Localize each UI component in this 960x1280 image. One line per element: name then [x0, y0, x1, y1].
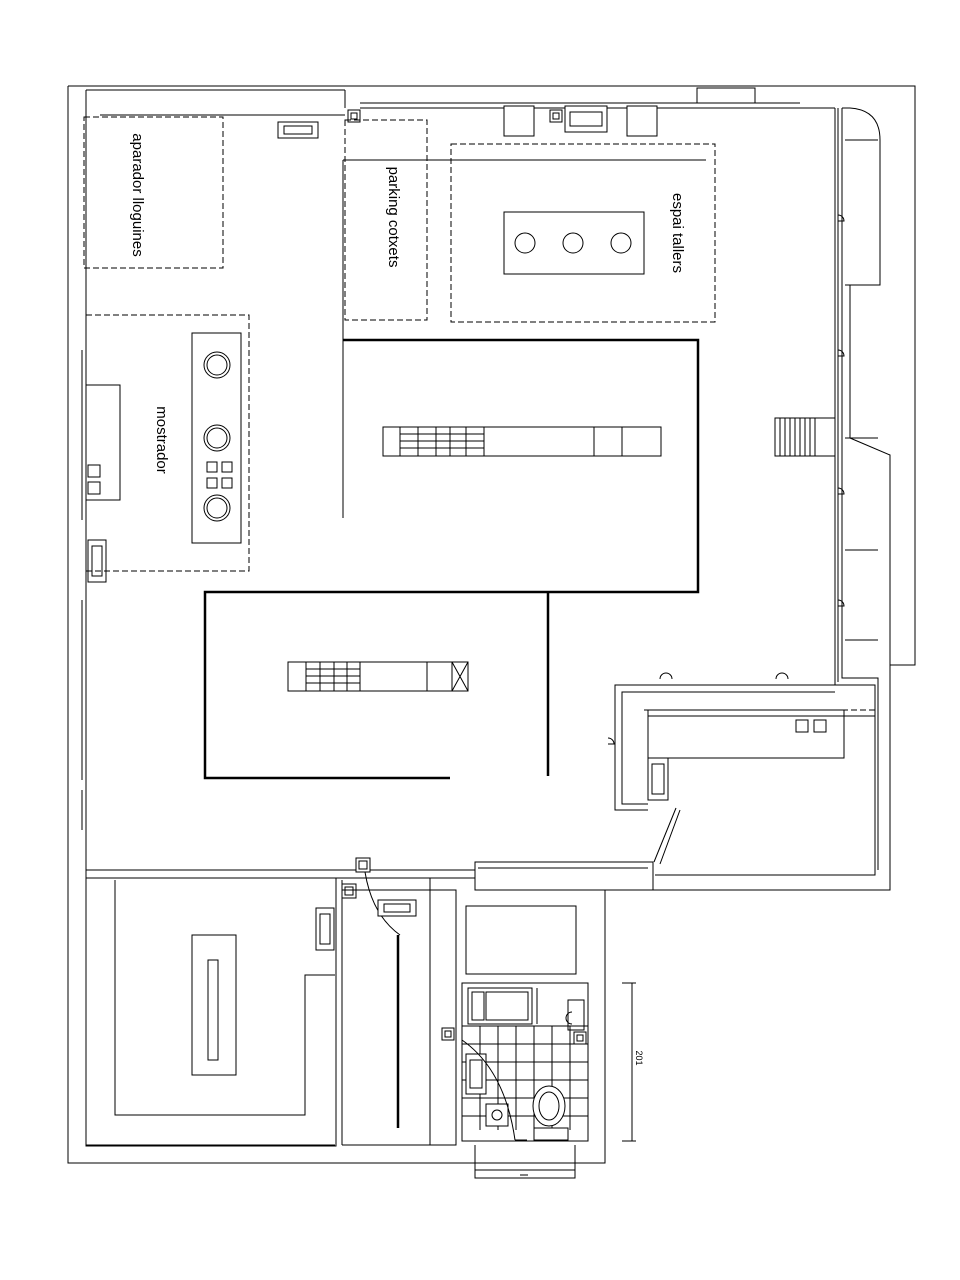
corridor-room: [342, 889, 457, 1146]
back-counter: [607, 672, 875, 865]
aparador-zone: [83, 116, 224, 269]
display-table-2: [287, 661, 469, 692]
top-wall-fixtures: [277, 105, 658, 139]
label-parking: parking cotxets: [385, 167, 402, 268]
bottom-cross-wall: [86, 857, 654, 936]
stairs: [774, 417, 836, 457]
dimension-line: 201: [622, 982, 644, 1142]
bottom-protrusion: [474, 1145, 576, 1179]
label-mostrador: mostrador: [153, 406, 170, 474]
tallers-zone: [450, 143, 716, 323]
dimension-label: 201: [634, 1050, 644, 1065]
bathroom: [441, 982, 589, 1142]
parking-zone: [342, 119, 508, 518]
central-partition: [203, 338, 700, 780]
bathroom-tiles: [462, 1025, 588, 1130]
mostrador-zone: [85, 314, 250, 572]
left-windows: [81, 350, 107, 830]
storage-room: [85, 877, 343, 1147]
storage-box: [465, 905, 577, 975]
right-facade: [837, 108, 878, 682]
label-tallers: espai tallers: [669, 193, 686, 273]
display-table-1: [382, 426, 662, 457]
label-aparador: aparador lloguines: [129, 133, 146, 256]
